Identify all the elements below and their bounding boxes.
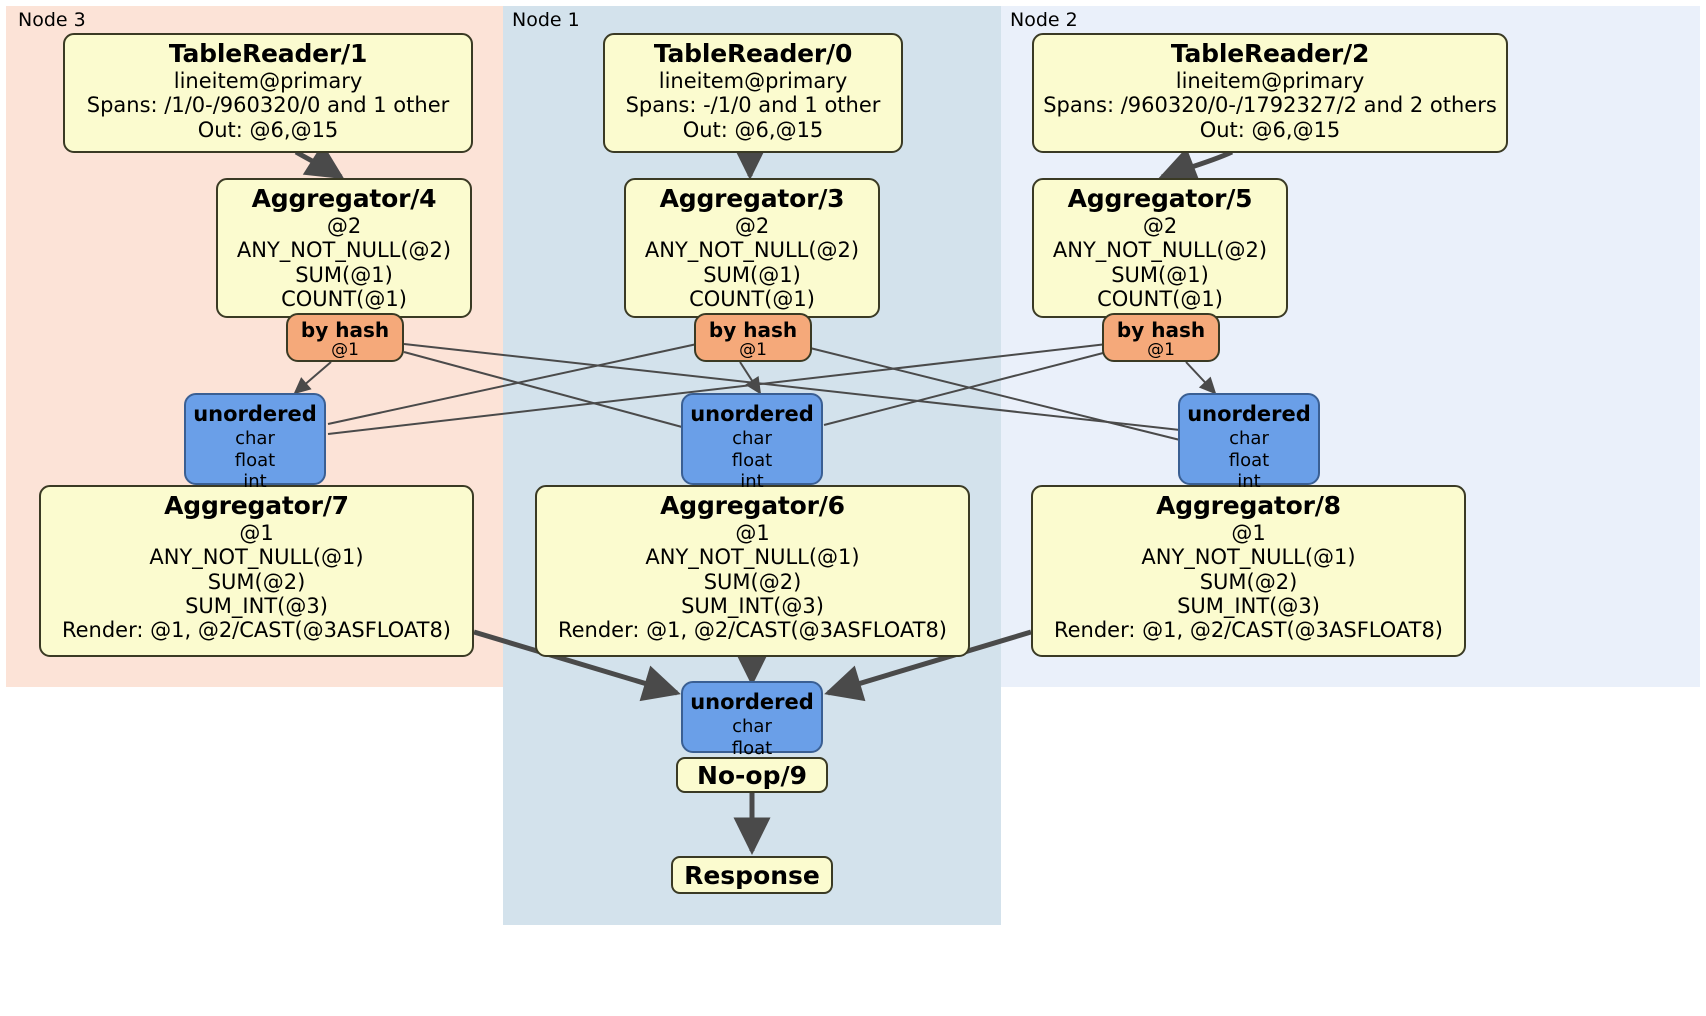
processor-tablereader-1[interactable]: TableReader/1 lineitem@primary Spans: /1… — [63, 33, 473, 153]
processor-aggregator-5[interactable]: Aggregator/5 @2 ANY_NOT_NULL(@2) SUM(@1)… — [1032, 178, 1288, 318]
tablereader-1-row-1: Spans: /1/0-/960320/0 and 1 other — [86, 93, 450, 118]
aggregator-7-row-3: SUM_INT(@3) — [185, 594, 328, 619]
aggregator-6-row-1: ANY_NOT_NULL(@1) — [645, 545, 860, 570]
aggregator-5-title: Aggregator/5 — [1067, 184, 1253, 213]
router-left-title: by hash — [300, 318, 390, 342]
processor-noop-9[interactable]: No-op/9 — [676, 757, 828, 793]
processor-aggregator-4[interactable]: Aggregator/4 @2 ANY_NOT_NULL(@2) SUM(@1)… — [216, 178, 472, 318]
tablereader-0-row-1: Spans: -/1/0 and 1 other — [625, 93, 881, 118]
tablereader-1-row-0: lineitem@primary — [173, 69, 363, 93]
sync-mid-row-1: float — [731, 449, 773, 471]
aggregator-6-row-4: Render: @1, @2/CAST(@3ASFLOAT8) — [557, 618, 948, 643]
aggregator-7-row-0: @1 — [239, 521, 274, 545]
aggregator-3-row-3: COUNT(@1) — [689, 287, 815, 312]
sync-final-row-0: char — [732, 716, 772, 738]
processor-aggregator-8[interactable]: Aggregator/8 @1 ANY_NOT_NULL(@1) SUM(@2)… — [1031, 485, 1466, 657]
sync-left-row-2: int — [243, 471, 267, 493]
processor-aggregator-7[interactable]: Aggregator/7 @1 ANY_NOT_NULL(@1) SUM(@2)… — [39, 485, 474, 657]
sync-final-row-1: float — [731, 737, 773, 759]
sync-mid-title: unordered — [690, 402, 814, 426]
tablereader-2-row-0: lineitem@primary — [1175, 69, 1365, 93]
sync-left-row-0: char — [235, 428, 275, 450]
router-left-row-0: @1 — [331, 340, 359, 361]
sync-mid-row-0: char — [732, 428, 772, 450]
aggregator-4-row-0: @2 — [326, 214, 362, 238]
processor-response[interactable]: Response — [671, 856, 833, 894]
router-by-hash-right[interactable]: by hash @1 — [1102, 313, 1220, 362]
aggregator-8-row-3: SUM_INT(@3) — [1177, 594, 1320, 619]
response-title: Response — [684, 860, 820, 890]
router-by-hash-left[interactable]: by hash @1 — [286, 313, 404, 362]
processor-tablereader-2[interactable]: TableReader/2 lineitem@primary Spans: /9… — [1032, 33, 1508, 153]
aggregator-7-row-4: Render: @1, @2/CAST(@3ASFLOAT8) — [61, 618, 452, 643]
processor-aggregator-6[interactable]: Aggregator/6 @1 ANY_NOT_NULL(@1) SUM(@2)… — [535, 485, 970, 657]
sync-right-row-2: int — [1237, 471, 1261, 493]
processor-aggregator-3[interactable]: Aggregator/3 @2 ANY_NOT_NULL(@2) SUM(@1)… — [624, 178, 880, 318]
router-mid-row-0: @1 — [739, 340, 767, 361]
aggregator-7-row-1: ANY_NOT_NULL(@1) — [149, 545, 364, 570]
aggregator-5-row-3: COUNT(@1) — [1097, 287, 1223, 312]
sync-right-title: unordered — [1187, 402, 1311, 426]
tablereader-1-row-2: Out: @6,@15 — [197, 117, 339, 142]
synchronizer-unordered-right[interactable]: unordered char float int — [1178, 393, 1320, 492]
aggregator-6-title: Aggregator/6 — [660, 491, 845, 520]
tablereader-0-title: TableReader/0 — [653, 39, 853, 68]
sync-right-row-1: float — [1228, 449, 1270, 471]
aggregator-8-row-2: SUM(@2) — [1199, 569, 1298, 594]
aggregator-5-row-0: @2 — [1142, 214, 1178, 238]
synchronizer-unordered-final[interactable]: unordered char float — [681, 681, 823, 759]
tablereader-2-row-2: Out: @6,@15 — [1199, 117, 1341, 142]
aggregator-3-row-2: SUM(@1) — [703, 262, 801, 287]
sync-right-row-0: char — [1229, 428, 1269, 450]
region-label-node-2: Node 2 — [1010, 9, 1078, 31]
noop-9-title: No-op/9 — [696, 760, 808, 790]
aggregator-3-title: Aggregator/3 — [659, 184, 845, 213]
aggregator-8-row-1: ANY_NOT_NULL(@1) — [1141, 545, 1356, 570]
tablereader-2-row-1: Spans: /960320/0-/1792327/2 and 2 others — [1043, 93, 1497, 118]
aggregator-4-row-2: SUM(@1) — [295, 262, 393, 287]
tablereader-1-title: TableReader/1 — [168, 39, 368, 68]
aggregator-3-row-1: ANY_NOT_NULL(@2) — [644, 238, 860, 263]
aggregator-8-row-4: Render: @1, @2/CAST(@3ASFLOAT8) — [1053, 618, 1444, 643]
tablereader-0-row-0: lineitem@primary — [658, 69, 848, 93]
aggregator-5-row-1: ANY_NOT_NULL(@2) — [1052, 238, 1268, 263]
sync-left-title: unordered — [193, 402, 317, 426]
synchronizer-unordered-left[interactable]: unordered char float int — [184, 393, 326, 492]
aggregator-4-title: Aggregator/4 — [251, 184, 437, 213]
processor-tablereader-0[interactable]: TableReader/0 lineitem@primary Spans: -/… — [603, 33, 903, 153]
aggregator-5-row-2: SUM(@1) — [1111, 262, 1209, 287]
sync-mid-row-2: int — [740, 471, 764, 493]
router-by-hash-mid[interactable]: by hash @1 — [694, 313, 812, 362]
synchronizer-unordered-mid[interactable]: unordered char float int — [681, 393, 823, 492]
aggregator-8-title: Aggregator/8 — [1156, 491, 1341, 520]
sync-left-row-1: float — [234, 449, 276, 471]
aggregator-7-row-2: SUM(@2) — [207, 569, 306, 594]
tablereader-0-row-2: Out: @6,@15 — [682, 117, 824, 142]
sync-final-title: unordered — [690, 690, 814, 714]
aggregator-3-row-0: @2 — [734, 214, 770, 238]
region-label-node-1: Node 1 — [512, 9, 580, 31]
router-right-title: by hash — [1116, 318, 1206, 342]
aggregator-4-row-1: ANY_NOT_NULL(@2) — [236, 238, 452, 263]
aggregator-7-title: Aggregator/7 — [164, 491, 349, 520]
router-right-row-0: @1 — [1147, 340, 1175, 361]
router-mid-title: by hash — [708, 318, 798, 342]
aggregator-6-row-0: @1 — [735, 521, 770, 545]
tablereader-2-title: TableReader/2 — [1170, 39, 1370, 68]
aggregator-4-row-3: COUNT(@1) — [281, 287, 407, 312]
aggregator-6-row-3: SUM_INT(@3) — [681, 594, 824, 619]
aggregator-8-row-0: @1 — [1231, 521, 1266, 545]
aggregator-6-row-2: SUM(@2) — [703, 569, 802, 594]
region-label-node-3: Node 3 — [18, 9, 86, 31]
